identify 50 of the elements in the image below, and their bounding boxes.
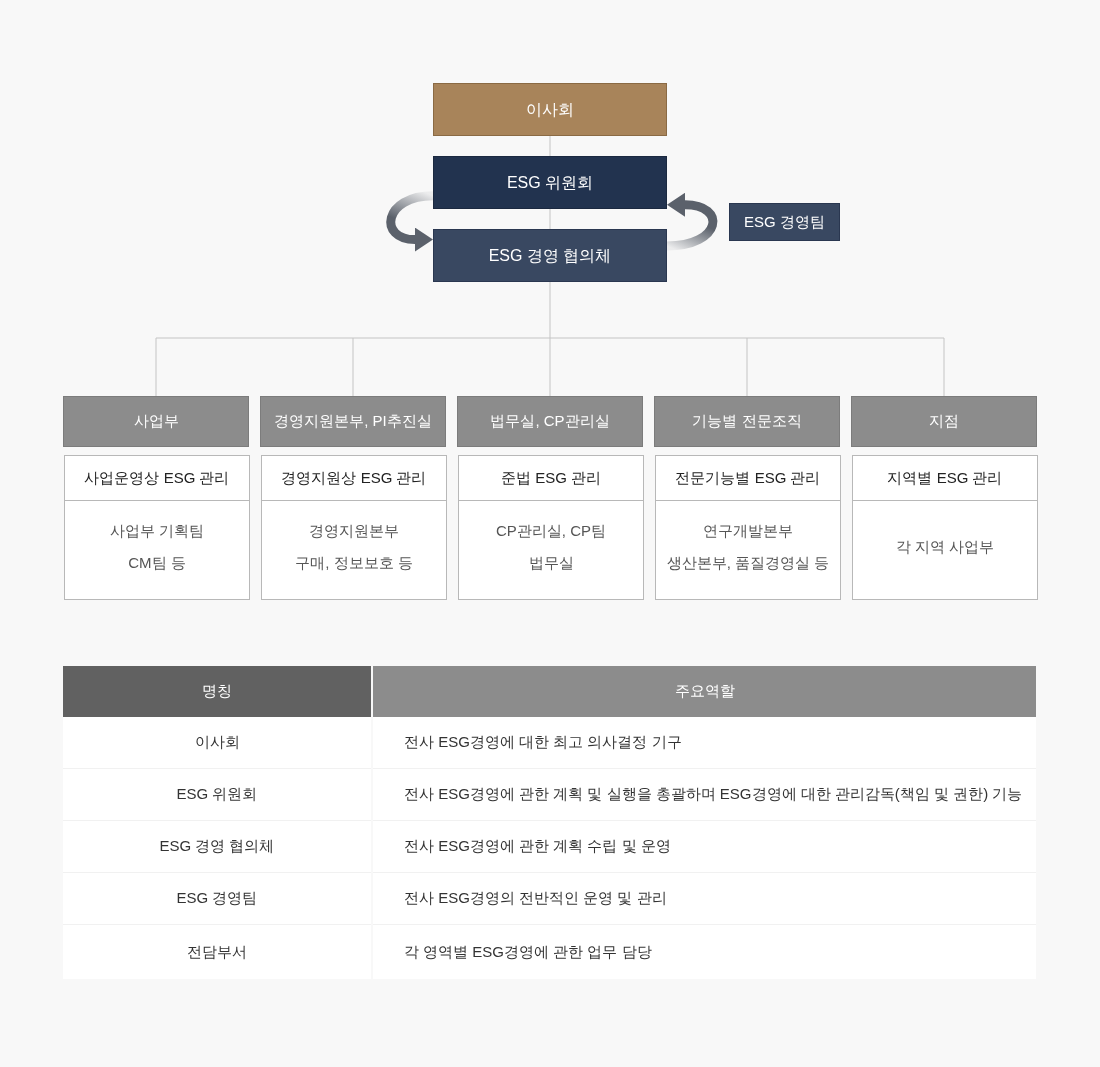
- node-label: 지점: [929, 411, 959, 432]
- table-header-cell: 주요역할: [373, 666, 1036, 717]
- role-card: [261, 455, 447, 600]
- department-box: [851, 396, 1037, 447]
- card-heading: 전문기능별 ESG 관리: [675, 467, 821, 488]
- node-label: ESG 경영 협의체: [488, 245, 612, 266]
- table-cell: 전사 ESG경영에 대한 최고 의사결정 기구: [373, 717, 1036, 769]
- table-cell: 전담부서: [63, 925, 371, 979]
- table-cell: ESG 위원회: [63, 769, 371, 821]
- table-cell: ESG 경영팀: [63, 873, 371, 925]
- table-cell: ESG 경영 협의체: [63, 821, 371, 873]
- role-card: [852, 455, 1038, 600]
- role-card: [655, 455, 841, 600]
- org-box: [433, 229, 667, 282]
- card-text: 각 지역 사업부: [895, 537, 995, 557]
- card-text: CM팀 등: [128, 553, 186, 573]
- node-label: 법무실, CP관리실: [490, 411, 610, 432]
- card-heading: 사업운영상 ESG 관리: [84, 467, 230, 488]
- card-text: 법무실: [528, 553, 574, 573]
- table-cell: 전사 ESG경영에 관한 계획 및 실행을 총괄하며 ESG경영에 대한 관리감독(책임 및 권한) 기능: [373, 769, 1036, 821]
- card-text: 사업부 기획팀: [109, 521, 205, 541]
- org-box: [433, 83, 667, 136]
- department-box: [63, 396, 249, 447]
- org-box: [433, 156, 667, 209]
- node-label: ESG 경영팀: [744, 211, 825, 232]
- card-heading: 경영지원상 ESG 관리: [281, 467, 427, 488]
- role-card: [458, 455, 644, 600]
- org-box: [729, 203, 840, 241]
- table-cell: 전사 ESG경영에 관한 계획 수립 및 운영: [373, 821, 1036, 873]
- curved-arrow: [666, 192, 718, 251]
- table-header-cell: 명칭: [63, 666, 371, 717]
- department-box: [260, 396, 446, 447]
- node-label: 사업부: [133, 411, 179, 432]
- department-box: [654, 396, 840, 447]
- department-box: [457, 396, 643, 447]
- node-label: 경영지원본부, PI추진실: [274, 411, 432, 432]
- node-label: 기능별 전문조직: [692, 411, 802, 432]
- card-text: 경영지원본부: [309, 521, 399, 541]
- card-text: 구매, 정보보호 등: [295, 553, 413, 573]
- card-heading: 지역별 ESG 관리: [887, 467, 1003, 488]
- node-label: 이사회: [526, 99, 574, 120]
- table-cell: 각 영역별 ESG경영에 관한 업무 담당: [373, 925, 1036, 979]
- role-card: [64, 455, 250, 600]
- table-cell: 이사회: [63, 717, 371, 769]
- card-heading: 준법 ESG 관리: [501, 467, 601, 488]
- table-cell: 전사 ESG경영의 전반적인 운영 및 관리: [373, 873, 1036, 925]
- card-text: CP관리실, CP팀: [496, 521, 606, 541]
- node-label: ESG 위원회: [506, 172, 594, 193]
- card-text: 생산본부, 품질경영실 등: [666, 553, 830, 573]
- card-text: 연구개발본부: [703, 521, 793, 541]
